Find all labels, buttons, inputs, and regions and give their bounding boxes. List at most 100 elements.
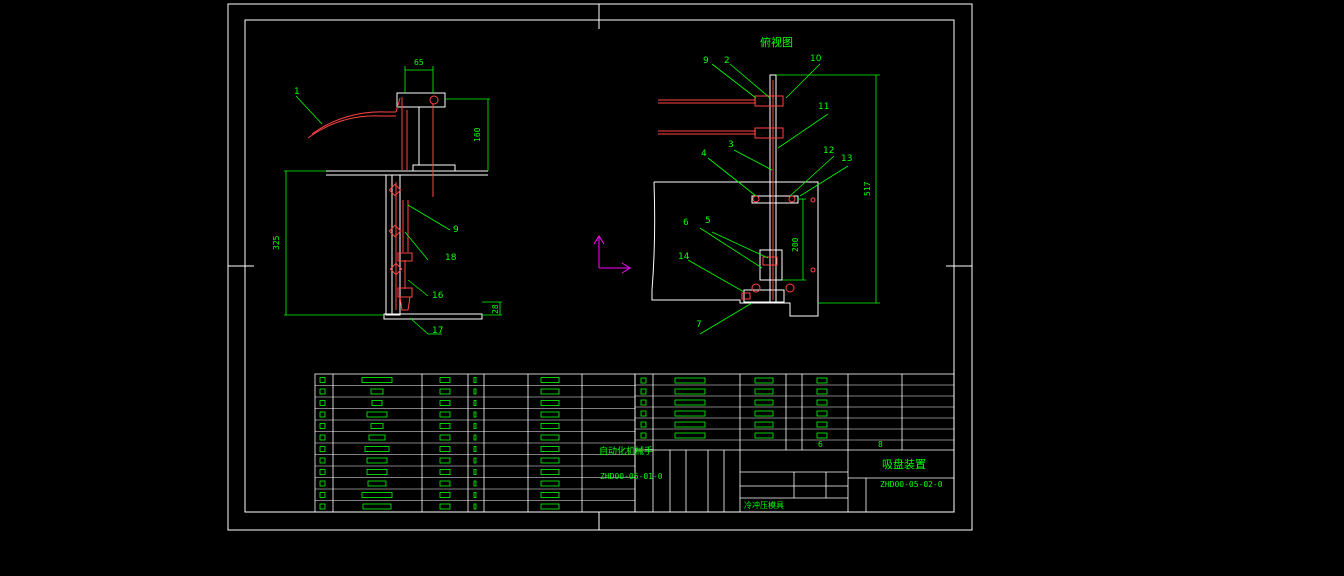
- callout-front-5: 5: [705, 216, 711, 226]
- parts-row-mark: [473, 457, 477, 464]
- parts-row-qty: [439, 503, 451, 510]
- dim-front-stroke: 200: [791, 237, 800, 252]
- parts-row-name: [361, 492, 393, 498]
- right-row-name: [674, 399, 706, 406]
- parts-row-material: [540, 388, 560, 395]
- dim-side-base: 28: [491, 304, 500, 314]
- parts-row-material: [540, 400, 560, 406]
- parts-row-name: [361, 377, 393, 383]
- parts-row-mark: [473, 503, 477, 510]
- right-table-rows: [635, 377, 954, 441]
- right-row-name: [674, 377, 706, 384]
- parts-row-mark: [473, 388, 477, 395]
- parts-row-name: [371, 400, 383, 406]
- right-row-number: [640, 432, 647, 439]
- parts-row-name: [370, 423, 384, 429]
- dim-side-total-height: 325: [272, 235, 281, 250]
- scale-a: 6: [818, 440, 823, 449]
- callout-front-14: 14: [678, 252, 690, 262]
- ucs-icon: [593, 235, 631, 274]
- callout-side-18: 18: [445, 253, 457, 263]
- callout-front-13: 13: [841, 154, 852, 164]
- parts-row-number: [319, 469, 326, 475]
- parts-row-mark: [473, 492, 477, 498]
- parts-row-name: [368, 434, 386, 441]
- section-title: 俯视图: [760, 35, 793, 49]
- parts-rows: [315, 377, 635, 513]
- parts-row-mark: [473, 480, 477, 487]
- right-row-name: [674, 421, 706, 428]
- callout-front-11: 11: [818, 102, 829, 112]
- callout-side-9: 9: [453, 225, 459, 235]
- right-row-mark: [816, 399, 828, 406]
- callout-front-4: 4: [701, 149, 707, 159]
- parts-row-qty: [439, 469, 451, 475]
- parts-row-number: [319, 388, 326, 395]
- parts-row-material: [540, 434, 560, 441]
- right-row-mark: [816, 377, 828, 384]
- parts-row-qty: [439, 446, 451, 452]
- title-block-drawing-number: ZHD00-05-02-0: [880, 480, 943, 489]
- assembly-name: 自动化机械手: [599, 445, 653, 457]
- side-view: 65 160 325 28 1 9 18 16 17: [272, 58, 502, 336]
- parts-row-material: [540, 480, 560, 487]
- right-row-mark: [816, 388, 828, 395]
- parts-row-mark: [473, 469, 477, 475]
- right-row-number: [640, 399, 647, 406]
- parts-row-number: [319, 377, 326, 383]
- parts-row-number: [319, 411, 326, 418]
- assembly-ref: ZHD00-05-01-0: [600, 472, 663, 481]
- right-row-number: [640, 377, 647, 384]
- parts-row-mark: [473, 434, 477, 441]
- parts-row-number: [319, 457, 326, 464]
- parts-row-number: [319, 446, 326, 452]
- parts-row-mark: [473, 446, 477, 452]
- callout-front-10: 10: [810, 54, 822, 64]
- right-row-qty: [754, 399, 774, 406]
- callout-front-2: 2: [724, 56, 730, 66]
- dim-front-total-height: 517: [863, 181, 872, 196]
- callout-side-16: 16: [432, 291, 444, 301]
- parts-row-name: [366, 457, 388, 464]
- parts-row-material: [540, 492, 560, 498]
- callout-side-17: 17: [432, 326, 443, 336]
- right-row-name: [674, 410, 706, 417]
- parts-row-name: [366, 411, 388, 418]
- callout-front-7: 7: [696, 320, 702, 330]
- parts-row-mark: [473, 411, 477, 418]
- right-row-qty: [754, 432, 774, 439]
- parts-row-number: [319, 400, 326, 406]
- right-row-qty: [754, 388, 774, 395]
- front-view: 俯视图: [651, 35, 880, 335]
- parts-row-qty: [439, 423, 451, 429]
- right-row-mark: [816, 410, 828, 417]
- parts-row-material: [540, 377, 560, 383]
- parts-row-qty: [439, 400, 451, 406]
- right-row-name: [674, 432, 706, 439]
- parts-row-qty: [439, 480, 451, 487]
- title-block: [634, 373, 955, 513]
- dim-side-top-height: 160: [473, 127, 482, 142]
- parts-row-number: [319, 480, 326, 487]
- parts-row-qty: [439, 388, 451, 395]
- maker-note: 冷冲压模具: [744, 500, 784, 510]
- right-row-number: [640, 421, 647, 428]
- right-row-number: [640, 388, 647, 395]
- right-row-qty: [754, 377, 774, 384]
- callout-front-6: 6: [683, 218, 689, 228]
- callout-front-9: 9: [703, 56, 709, 66]
- parts-row-name: [367, 480, 387, 487]
- parts-row-mark: [473, 377, 477, 383]
- parts-row-name: [362, 503, 392, 510]
- parts-row-number: [319, 423, 326, 429]
- parts-row-name: [370, 388, 384, 395]
- parts-row-qty: [439, 411, 451, 418]
- callout-front-3: 3: [728, 140, 734, 150]
- parts-row-name: [364, 446, 390, 452]
- scale-b: 8: [878, 440, 883, 449]
- right-row-number: [640, 410, 647, 417]
- title-block-name: 吸盘装置: [882, 457, 926, 471]
- right-row-qty: [754, 421, 774, 428]
- dim-side-width: 65: [414, 58, 424, 67]
- right-row-mark: [816, 432, 828, 439]
